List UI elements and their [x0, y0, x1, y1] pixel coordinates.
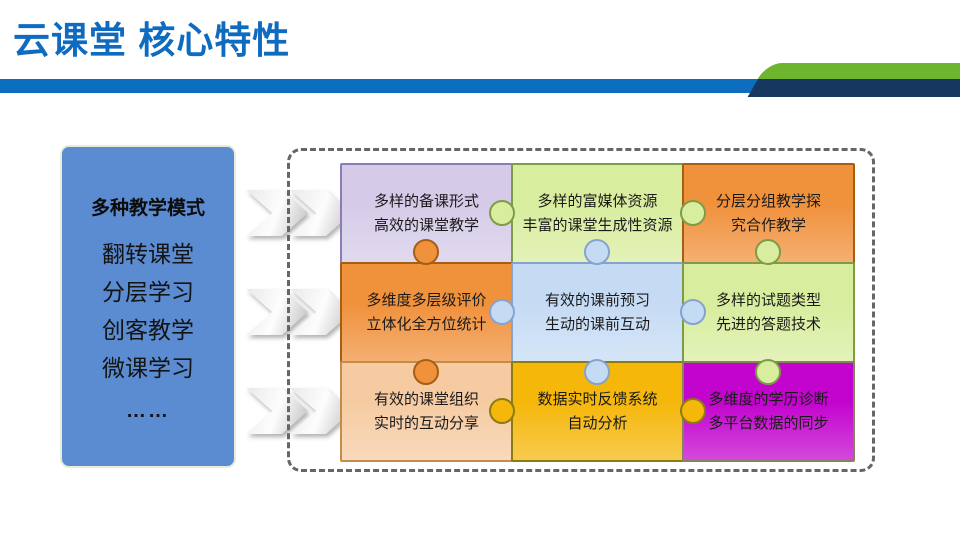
puzzle-tab — [413, 239, 439, 265]
piece-text-line: 实时的互动分享 — [373, 414, 479, 432]
piece-text-line: 分层分组教学探 — [715, 192, 821, 210]
panel-item: 微课学习 — [102, 355, 194, 381]
puzzle-tab — [680, 398, 706, 424]
piece-text-line: 生动的课前互动 — [544, 315, 650, 333]
puzzle-grid: 多样的备课形式 高效的课堂教学 多样的富媒体资源 丰富的课堂生成性资源 分层分组… — [340, 163, 855, 462]
puzzle-tab — [755, 359, 781, 385]
panel-item: 翻转课堂 — [102, 241, 194, 267]
panel-item-ellipsis: …… — [126, 400, 170, 422]
piece-text-line: 有效的课前预习 — [544, 291, 650, 309]
piece-text-line: 高效的课堂教学 — [373, 216, 479, 234]
puzzle-piece-group-teaching: 分层分组教学探 究合作教学 — [682, 163, 855, 264]
piece-text-line: 多样的备课形式 — [373, 192, 479, 210]
features-dashed-container — [287, 148, 875, 472]
piece-text-line: 多平台数据的同步 — [708, 414, 829, 432]
header-ribbon-green — [757, 63, 960, 79]
piece-text-line: 有效的课堂组织 — [373, 390, 479, 408]
puzzle-tab — [489, 299, 515, 325]
teaching-modes-panel: 多种教学模式 翻转课堂 分层学习 创客教学 微课学习 …… — [60, 145, 236, 468]
panel-item: 创客教学 — [102, 317, 194, 343]
piece-text-line: 先进的答题技术 — [715, 315, 821, 333]
page-title: 云课堂 核心特性 — [13, 20, 291, 61]
double-chevron-right-icon — [246, 190, 308, 236]
piece-text-line: 自动分析 — [567, 414, 628, 432]
double-chevron-right-icon — [246, 388, 308, 434]
puzzle-piece-preview: 有效的课前预习 生动的课前互动 — [511, 262, 684, 363]
puzzle-tab — [584, 239, 610, 265]
puzzle-tab — [489, 398, 515, 424]
panel-heading: 多种教学模式 — [90, 198, 205, 219]
puzzle-tab — [413, 359, 439, 385]
piece-text-line: 立体化全方位统计 — [366, 315, 487, 333]
puzzle-piece-class-organization: 有效的课堂组织 实时的互动分享 — [340, 361, 513, 462]
arrow-row-top — [246, 190, 354, 236]
header-ribbon-navy — [747, 79, 960, 97]
piece-text-line: 数据实时反馈系统 — [537, 390, 658, 408]
piece-text-line: 丰富的课堂生成性资源 — [522, 216, 673, 234]
piece-text-line: 多样的试题类型 — [715, 291, 821, 309]
puzzle-tab — [680, 299, 706, 325]
puzzle-tab — [755, 239, 781, 265]
piece-text-line: 多维度多层级评价 — [366, 291, 487, 309]
puzzle-tab — [489, 200, 515, 226]
puzzle-tab — [680, 200, 706, 226]
panel-item: 分层学习 — [102, 279, 194, 305]
piece-text-line: 多样的富媒体资源 — [537, 192, 658, 210]
puzzle-piece-question-types: 多样的试题类型 先进的答题技术 — [682, 262, 855, 363]
piece-text-line: 多维度的学历诊断 — [708, 390, 829, 408]
piece-text-line: 究合作教学 — [730, 216, 806, 234]
double-chevron-right-icon — [246, 289, 308, 335]
header-divider-bar — [0, 79, 960, 93]
puzzle-piece-evaluation: 多维度多层级评价 立体化全方位统计 — [340, 262, 513, 363]
puzzle-tab — [584, 359, 610, 385]
